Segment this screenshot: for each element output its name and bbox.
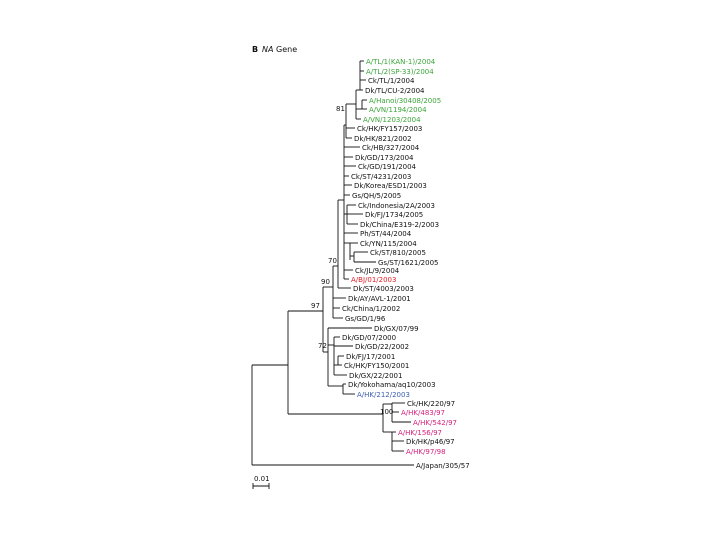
leaf-label: Dk/HK/p46/97 — [406, 438, 455, 446]
leaf-label: Dk/AY/AVL-1/2001 — [348, 295, 411, 303]
support-value-72: 72 — [318, 342, 327, 350]
leaf-label: Dk/GD/173/2004 — [355, 154, 414, 162]
leaf-label: Ck/China/1/2002 — [342, 305, 400, 313]
leaf-label: Dk/GD/07/2000 — [342, 334, 396, 342]
leaf-label: Ck/TL/1/2004 — [368, 77, 415, 85]
leaf-label: Ck/HK/FY157/2003 — [357, 125, 422, 133]
support-value-97: 97 — [311, 302, 320, 310]
leaf-label: Dk/Korea/ESD1/2003 — [354, 182, 427, 190]
leaf-label: A/HK/212/2003 — [357, 391, 410, 399]
leaf-label: A/HK/483/97 — [401, 409, 445, 417]
leaf-label: Ck/HB/327/2004 — [362, 144, 420, 152]
leaf-label: A/HK/542/97 — [413, 419, 457, 427]
leaf-label: Ck/ST/810/2005 — [370, 249, 426, 257]
leaf-label: A/TL/2(SP-33)/2004 — [366, 68, 434, 76]
leaf-label: Dk/HK/821/2002 — [354, 135, 412, 143]
leaf-label: A/HK/156/97 — [398, 429, 442, 437]
leaf-label: Dk/China/E319-2/2003 — [360, 221, 439, 229]
scale-bar: 0.01 — [252, 475, 270, 489]
scale-bar-label: 0.01 — [254, 475, 270, 483]
leaf-label: Dk/FJ/17/2001 — [346, 353, 395, 361]
leaf-label: Dk/GX/22/2001 — [349, 372, 402, 380]
tree-branches — [251, 60, 414, 466]
leaf-label: Ck/Indonesia/2A/2003 — [358, 202, 435, 210]
leaf-label: Gs/GD/1/96 — [345, 315, 386, 323]
leaf-label: A/VN/1194/2004 — [369, 106, 427, 114]
leaf-label: A/BJ/01/2003 — [351, 276, 396, 284]
leaf-label: A/TL/1(KAN-1)/2004 — [366, 58, 436, 66]
leaf-label: Ck/HK/220/97 — [407, 400, 455, 408]
leaf-label: Gs/ST/1621/2005 — [378, 259, 439, 267]
leaf-label: Dk/FJ/1734/2005 — [365, 211, 423, 219]
leaf-label: Dk/TL/CU-2/2004 — [365, 87, 425, 95]
support-value-90: 90 — [321, 278, 330, 286]
leaf-label: Dk/GD/22/2002 — [355, 343, 409, 351]
panel-title-rest: Gene — [273, 45, 297, 54]
leaf-label: A/Japan/305/57 — [416, 462, 470, 470]
leaf-label: Dk/GX/07/99 — [374, 325, 419, 333]
support-value-81: 81 — [336, 105, 345, 113]
support-value-70: 70 — [328, 257, 337, 265]
leaf-label: Ck/GD/191/2004 — [358, 163, 417, 171]
panel-title: NA Gene — [262, 45, 297, 54]
support-values: 81 70 90 97 72 100 — [311, 105, 393, 416]
scale-bar-line — [252, 483, 270, 489]
leaf-label: Ck/ST/4231/2003 — [351, 173, 411, 181]
panel-letter: B — [252, 45, 258, 54]
leaf-label: A/Hanoi/30408/2005 — [369, 97, 441, 105]
leaf-label: Gs/QH/5/2005 — [352, 192, 401, 200]
leaf-labels: A/TL/1(KAN-1)/2004 A/TL/2(SP-33)/2004 Ck… — [342, 58, 470, 470]
leaf-label: Dk/ST/4003/2003 — [353, 285, 414, 293]
leaf-label: Ck/YN/115/2004 — [360, 240, 417, 248]
leaf-label: Ph/ST/44/2004 — [360, 230, 412, 238]
panel-title-gene-name: NA — [262, 45, 273, 54]
leaf-label: A/HK/97/98 — [406, 448, 446, 456]
leaf-label: Ck/HK/FY150/2001 — [344, 362, 409, 370]
leaf-label: Dk/Yokohama/aq10/2003 — [348, 381, 436, 389]
leaf-label: Ck/JL/9/2004 — [355, 267, 400, 275]
leaf-label: A/VN/1203/2004 — [363, 116, 421, 124]
support-value-100: 100 — [380, 408, 393, 416]
